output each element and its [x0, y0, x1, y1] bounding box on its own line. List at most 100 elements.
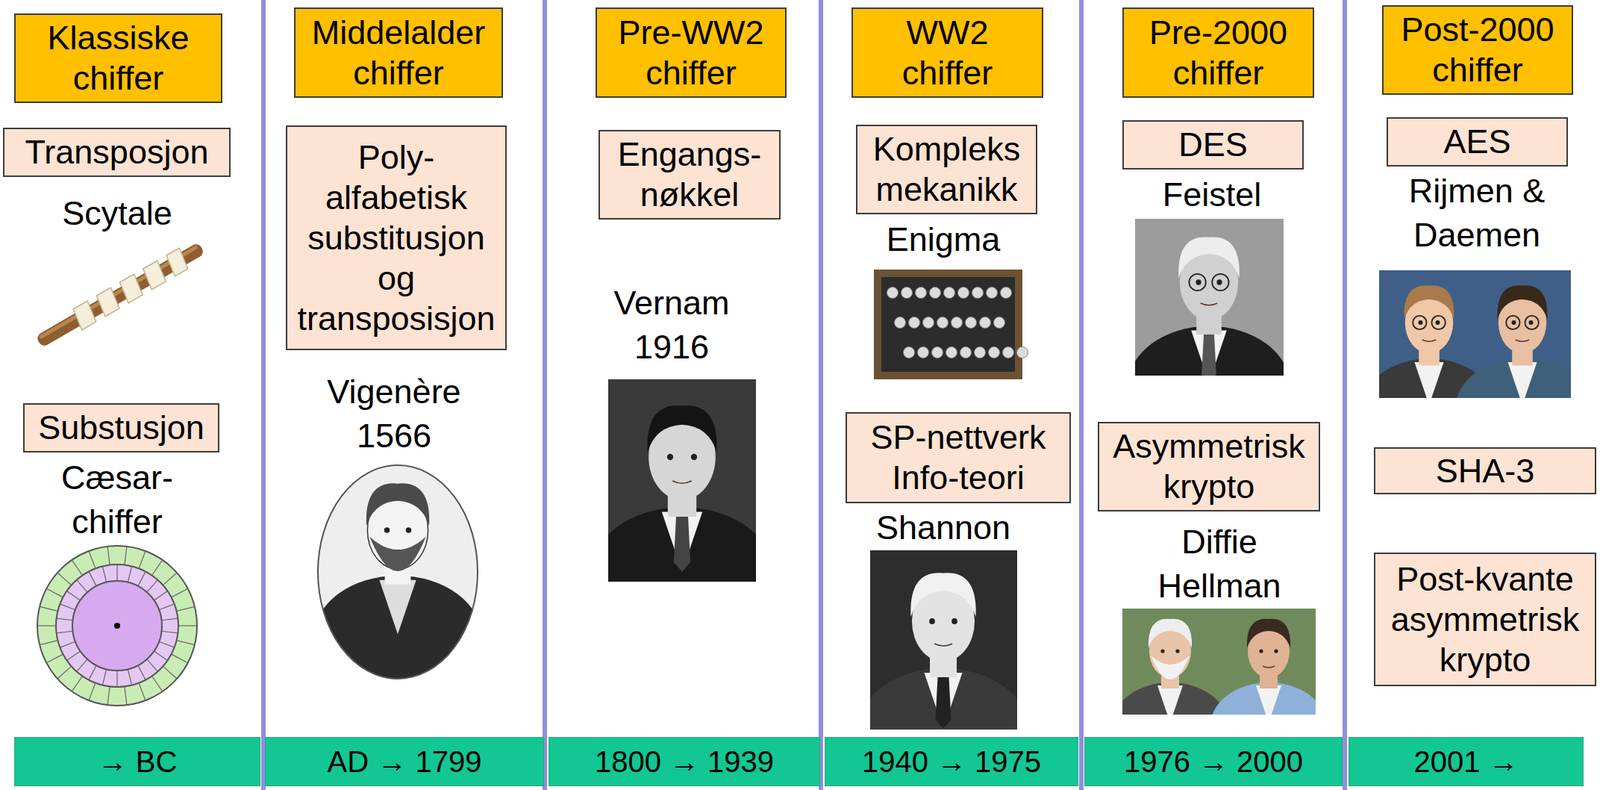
- technique-box: SP-nettverk Info-teori: [845, 411, 1071, 503]
- technique-box: Engangs- nøkkel: [598, 129, 781, 220]
- enigma-key: [915, 287, 927, 299]
- figure-eye: [951, 617, 958, 624]
- wheel-tick: [127, 668, 132, 685]
- wheel-tick: [138, 570, 146, 586]
- figure-tie: [935, 676, 952, 729]
- technique-box: Poly- alfabetisk substitusjon og transpo…: [285, 125, 507, 350]
- wheel-tick: [161, 617, 179, 621]
- wheel-tick: [46, 588, 63, 598]
- figure-glasses: [1524, 315, 1539, 330]
- scytale-rod: [35, 241, 206, 348]
- wheel-tick: [102, 565, 106, 582]
- figure-hair: [1247, 618, 1291, 648]
- caesar-wheel: [37, 545, 198, 706]
- era-header: WW2 chiffer: [851, 7, 1044, 98]
- figure-mouth: [1262, 665, 1275, 668]
- date-range: 1976 → 2000: [1089, 743, 1338, 780]
- era-header: Middelalder chiffer: [294, 7, 503, 98]
- era-title: Middelalder chiffer: [304, 12, 493, 94]
- figure-eye: [1273, 648, 1278, 653]
- era-title: WW2 chiffer: [861, 12, 1033, 94]
- scytale-strip: [163, 247, 191, 277]
- column-divider: [542, 0, 548, 790]
- wheel-tick: [147, 658, 159, 671]
- figure-beard: [1150, 655, 1190, 680]
- technique-box: Asymmetrisk krypto: [1097, 421, 1321, 512]
- enigma-key: [887, 287, 899, 299]
- wheel-tick: [158, 641, 175, 648]
- era-header: Klassiske chiffer: [14, 13, 223, 103]
- wheel-tick: [138, 550, 146, 568]
- wheel-tick: [71, 675, 83, 692]
- column-divider: [818, 0, 824, 790]
- date-band: 2001 →: [1348, 736, 1584, 786]
- era-header: Pre-WW2 chiffer: [595, 7, 787, 98]
- technique-label: AES: [1395, 121, 1559, 162]
- figure-hair: [1148, 618, 1192, 648]
- enigma-key: [901, 287, 913, 299]
- figure-eye: [384, 526, 391, 533]
- caption-label: Feistel: [1100, 173, 1324, 218]
- column-divider: [261, 0, 266, 790]
- enigma-key: [974, 347, 986, 359]
- figure-hair: [1497, 285, 1548, 319]
- technique-label: DES: [1131, 124, 1295, 165]
- wheel-tick: [76, 579, 89, 592]
- figure-shirt: [1191, 329, 1227, 376]
- date-band: 1940 → 1975: [824, 736, 1079, 786]
- figure-eye: [1160, 648, 1165, 653]
- figure-eye: [1175, 648, 1180, 653]
- wheel-tick: [153, 590, 168, 600]
- scytale-highlight: [38, 244, 199, 339]
- wheel-tick: [57, 665, 72, 679]
- figure-hair: [366, 482, 430, 526]
- wheel-tick: [71, 559, 83, 576]
- figure-hair: [1178, 237, 1240, 279]
- scytale-strip: [117, 273, 146, 303]
- wheel-tick: [56, 617, 74, 621]
- figure-shirt: [1255, 685, 1282, 715]
- enigma-key: [1000, 287, 1012, 299]
- wheel-tick: [152, 559, 163, 576]
- enigma-key: [965, 317, 977, 329]
- wheel-tick: [147, 579, 159, 592]
- date-range: 1800 → 1939: [553, 743, 815, 780]
- era-header: Pre-2000 chiffer: [1122, 7, 1315, 98]
- enigma-photo: [873, 269, 1029, 380]
- enigma-key: [946, 347, 958, 359]
- enigma-key: [937, 317, 949, 329]
- date-range: 2001 →: [1353, 743, 1579, 780]
- wheel-tick: [59, 603, 76, 610]
- enigma-key: [994, 317, 1006, 329]
- vernam-photo: [608, 379, 756, 582]
- enigma-key: [894, 317, 906, 329]
- figure-eye: [405, 526, 412, 533]
- wheel-tick: [178, 624, 198, 626]
- wheel-tick: [176, 640, 195, 645]
- wheel-tick: [67, 590, 81, 600]
- technique-box: Post-kvante asymmetrisk krypto: [1373, 552, 1597, 686]
- figure-hair: [647, 405, 717, 453]
- date-range: 1940 → 1975: [829, 743, 1074, 780]
- wheel-tick: [124, 685, 127, 705]
- date-band: → BC: [14, 736, 261, 786]
- figure-glasses: [1211, 273, 1229, 291]
- technique-box: Substusjon: [23, 402, 220, 453]
- wheel-tick: [39, 640, 58, 645]
- era-title: Pre-2000 chiffer: [1132, 12, 1304, 94]
- wheel-tick: [116, 670, 118, 687]
- figure-shirt: [1414, 361, 1444, 398]
- column-divider: [1079, 0, 1084, 790]
- technique-label: Poly- alfabetisk substitusjon og transpo…: [294, 137, 498, 339]
- technique-label: SHA-3: [1382, 450, 1588, 492]
- figure-eye: [667, 453, 674, 460]
- wheel-tick: [59, 641, 76, 648]
- figure-mouth: [934, 643, 953, 646]
- enigma-key: [960, 347, 972, 359]
- wheel-tick: [162, 572, 177, 586]
- figure-eye: [1258, 648, 1263, 653]
- wheel-tick: [124, 546, 127, 565]
- wheel-tick: [107, 685, 110, 705]
- scytale-illustration: [33, 238, 208, 352]
- figure-eye: [1418, 320, 1424, 325]
